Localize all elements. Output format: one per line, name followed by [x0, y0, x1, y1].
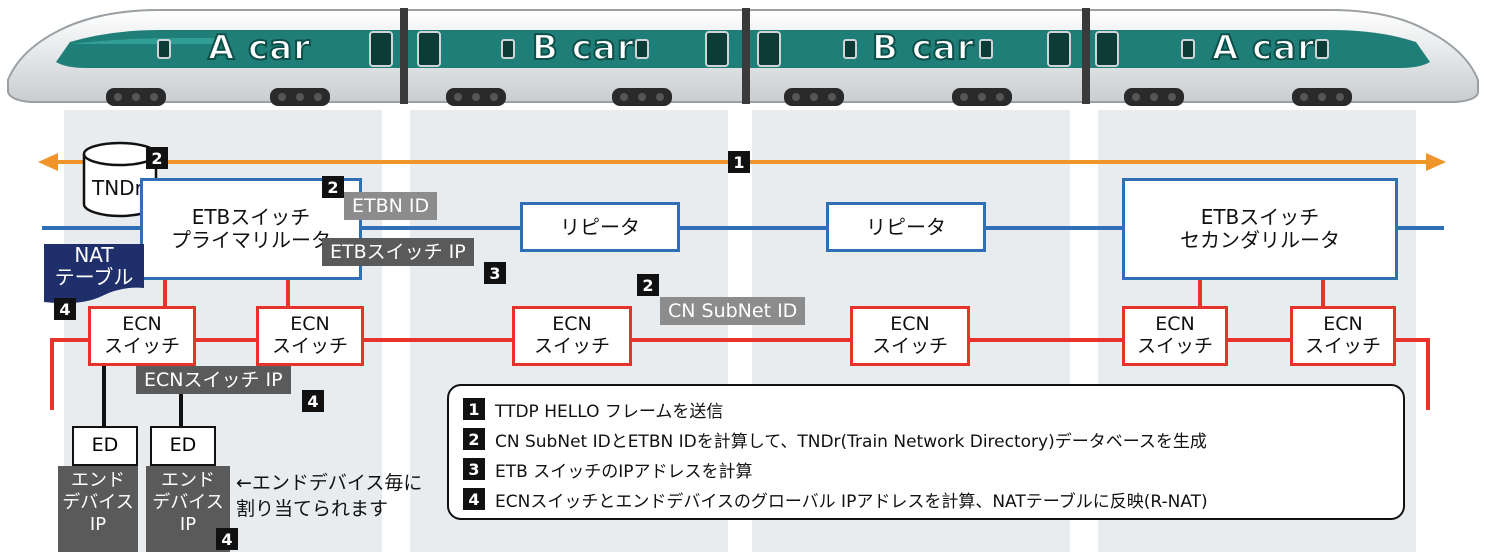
ecn-ip-step-marker: 4: [302, 390, 324, 412]
tndr-label: TNDr: [92, 176, 143, 200]
legend-num-3: 3: [463, 458, 485, 480]
nat-table-label: NAT テーブル: [54, 243, 134, 289]
legend-text-2: CN SubNet IDとETBN IDを計算して、TNDr(Train Net…: [495, 431, 1207, 452]
legend-num-1: 1: [463, 398, 485, 420]
etbn-id-tag: ETBN ID: [344, 192, 438, 220]
legend-row-3: 3 ETB スイッチのIPアドレスを計算: [463, 456, 752, 482]
legend-text-3: ETB スイッチのIPアドレスを計算: [495, 461, 753, 482]
end-device-note: ←エンドデバイス毎に 割り当てられます: [236, 472, 423, 520]
car-label-b-1: B car: [531, 27, 635, 69]
etb-ip-step-marker: 3: [484, 262, 506, 284]
end-device-1: ED: [72, 426, 138, 466]
nat-step-marker: 4: [54, 298, 76, 320]
legend-text-1: TTDP HELLO フレームを送信: [495, 401, 724, 422]
legend-row-2: 2 CN SubNet IDとETBN IDを計算して、TNDr(Train N…: [463, 426, 1207, 452]
ecn-switch-1: ECN スイッチ: [88, 306, 196, 366]
repeater-1-label: リピータ: [560, 214, 640, 239]
end-device-step-marker: 4: [216, 528, 238, 550]
repeater-2: リピータ: [826, 202, 986, 252]
train-illustration: [7, 8, 1479, 106]
etb-switch-ip-tag: ETBスイッチ IP: [322, 238, 474, 266]
ecn-switch-ip-tag: ECNスイッチ IP: [136, 366, 291, 394]
legend-box: 1 TTDP HELLO フレームを送信 2 CN SubNet IDとETBN…: [447, 384, 1405, 520]
primary-router-label: ETBスイッチ プライマリルータ: [171, 205, 331, 252]
ecn-switch-2: ECN スイッチ: [256, 306, 364, 366]
car-label-b-2: B car: [871, 27, 975, 69]
legend-num-4: 4: [463, 488, 485, 510]
nat-table-flag: [44, 244, 144, 304]
cn-subnet-id-tag: CN SubNet ID: [660, 297, 806, 325]
etbn-step-marker: 2: [322, 176, 344, 198]
car-label-a-1: A car: [207, 27, 312, 69]
etb-secondary-router: ETBスイッチ セカンダリルータ: [1122, 178, 1398, 280]
ecn-switch-6: ECN スイッチ: [1290, 306, 1396, 366]
legend-text-4: ECNスイッチとエンドデバイスのグローバル IPアドレスを計算、NATテーブルに…: [495, 491, 1208, 512]
end-device-2: ED: [150, 426, 216, 466]
tndr-step-marker: 2: [146, 147, 168, 169]
ecn-switch-3: ECN スイッチ: [512, 306, 632, 366]
ecn-line: [50, 280, 1430, 410]
ecn-switch-4: ECN スイッチ: [850, 306, 970, 366]
cn-subnet-step-marker: 2: [637, 274, 659, 296]
end-device-1-ip: エンド デバイス IP: [58, 466, 138, 552]
repeater-2-label: リピータ: [866, 214, 946, 239]
legend-row-1: 1 TTDP HELLO フレームを送信: [463, 396, 723, 422]
end-device-2-ip: エンド デバイス IP: [146, 466, 230, 552]
tndr-database-icon: [82, 141, 158, 218]
legend-num-2: 2: [463, 428, 485, 450]
car-label-a-2: A car: [1211, 27, 1316, 69]
legend-row-4: 4 ECNスイッチとエンドデバイスのグローバル IPアドレスを計算、NATテーブ…: [463, 486, 1208, 512]
step-marker-1: 1: [728, 151, 750, 173]
secondary-router-label: ETBスイッチ セカンダリルータ: [1180, 205, 1340, 252]
ecn-switch-5: ECN スイッチ: [1122, 306, 1228, 366]
repeater-1: リピータ: [520, 202, 680, 252]
